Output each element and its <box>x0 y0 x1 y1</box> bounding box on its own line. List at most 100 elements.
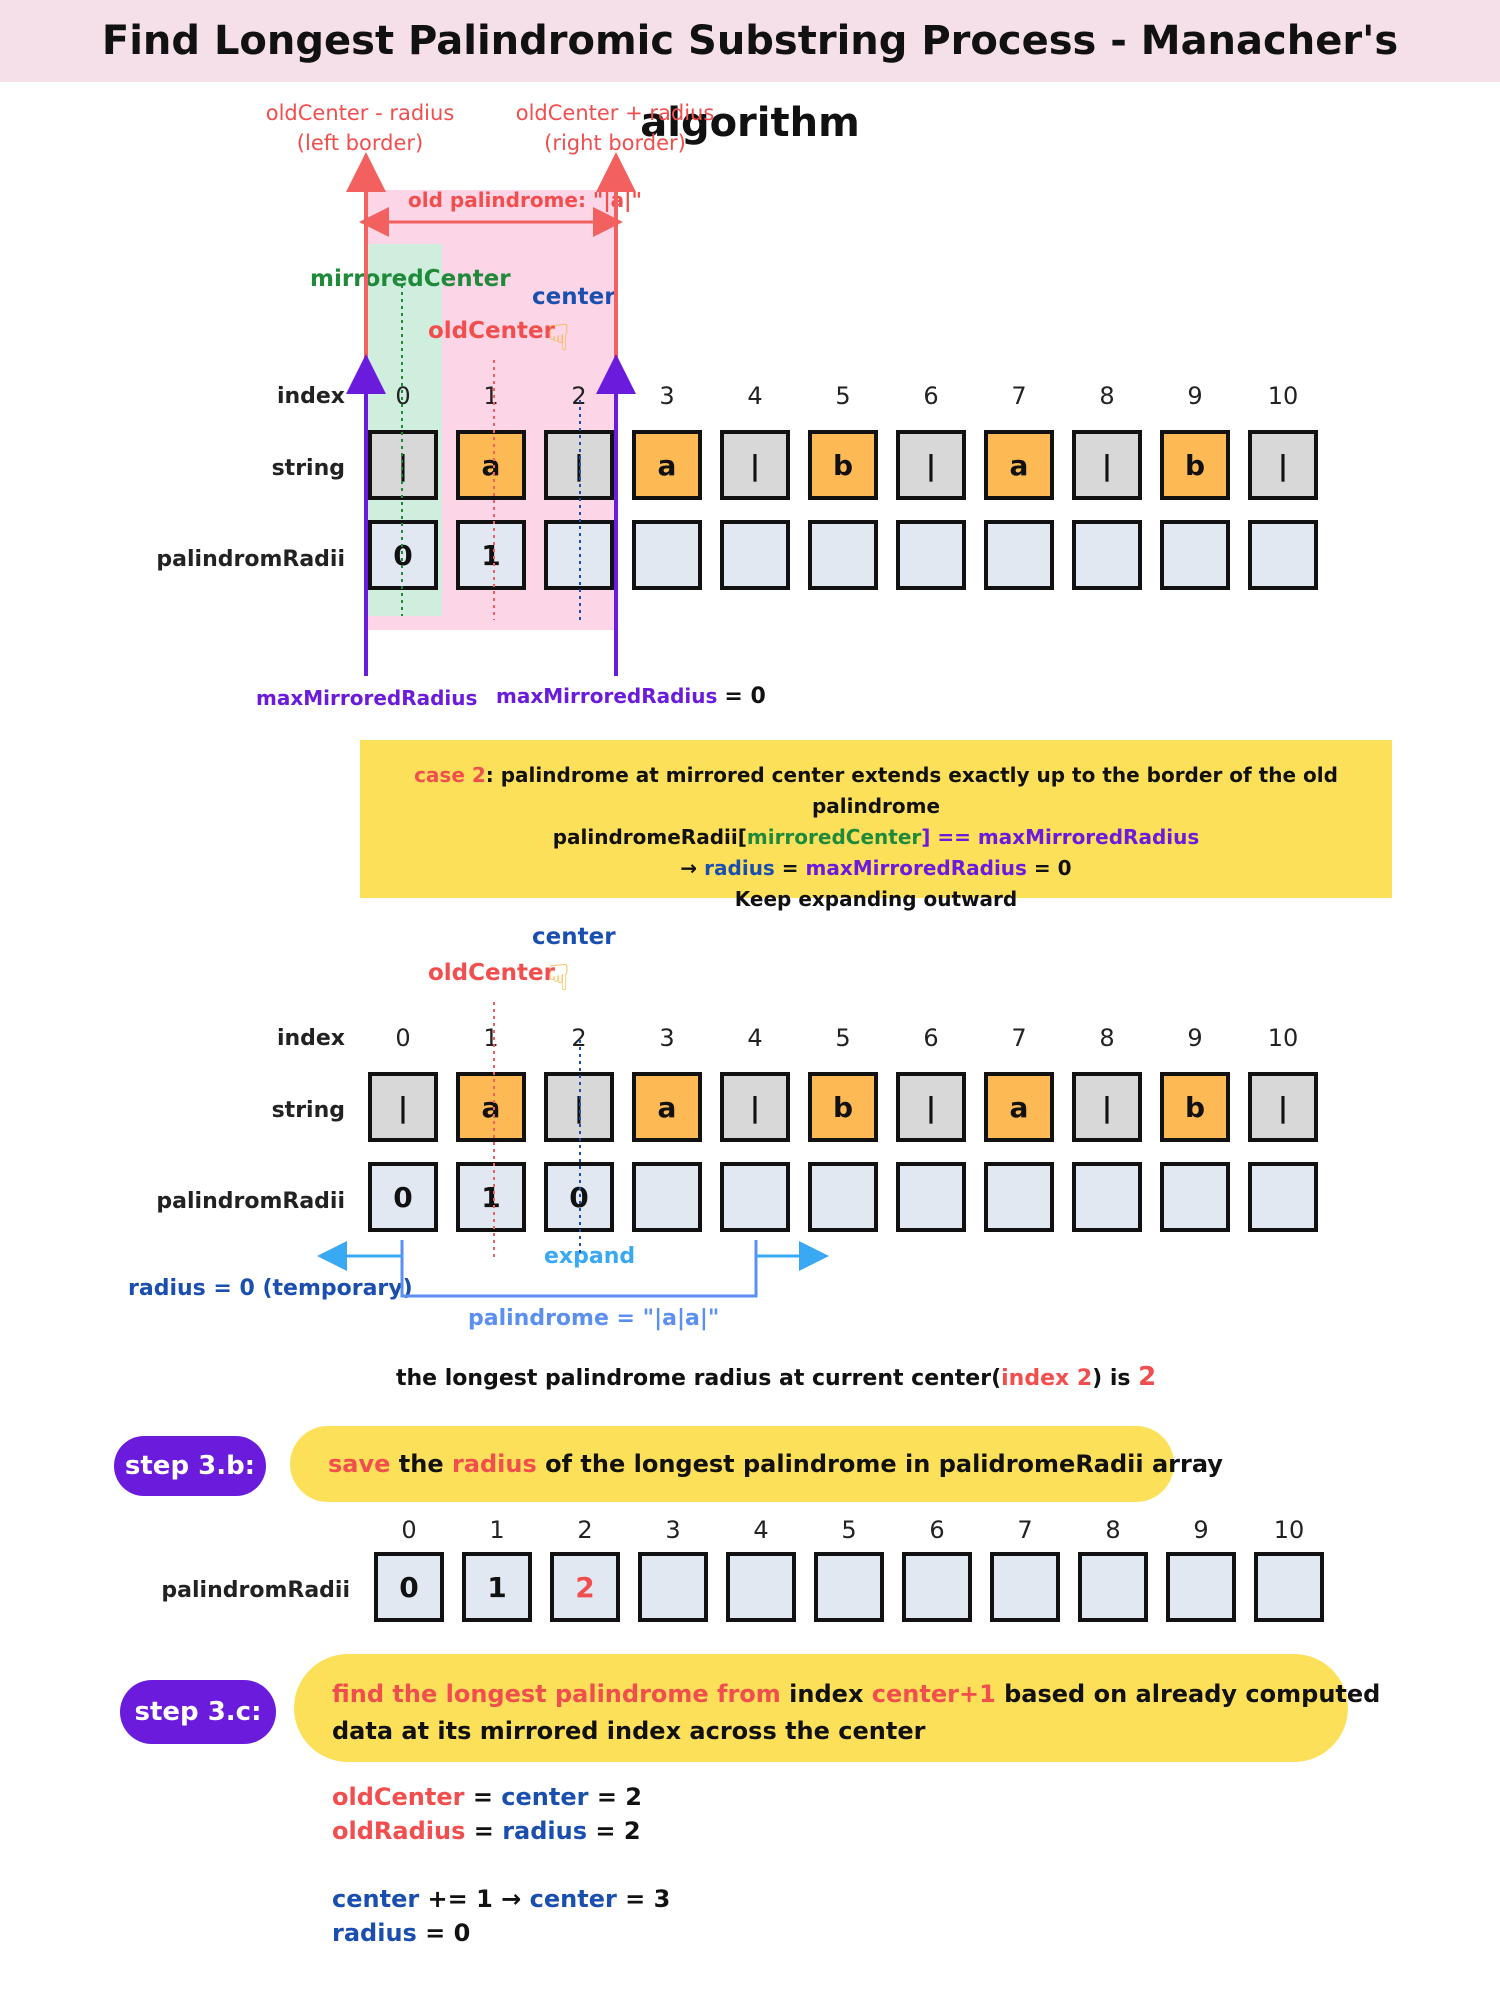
left-border-line2: (left border) <box>296 131 424 155</box>
index-cell-5: 5 <box>835 382 851 410</box>
left-border-label: oldCenter - radius (left border) <box>240 98 480 158</box>
eq-3: center += 1 → center = 3 <box>332 1882 670 1916</box>
case-line-3: → radius = maxMirroredRadius = 0 <box>360 853 1392 884</box>
index-cell-0: 0 <box>395 382 411 410</box>
max-mirrored-radius-left: maxMirroredRadius <box>256 686 478 710</box>
index-cell-4: 4 <box>753 1516 769 1544</box>
old-center-label-2: oldCenter <box>428 960 555 986</box>
index-cell-10: 10 <box>1267 382 1299 410</box>
step-3b-b: the <box>390 1450 452 1478</box>
left-border-line1: oldCenter - radius <box>265 101 455 125</box>
longest-radius-statement: the longest palindrome radius at current… <box>396 1362 1156 1392</box>
step-3c-line1: find the longest palindrome from index c… <box>332 1676 1380 1713</box>
case-line2-b: mirroredCenter <box>746 825 922 849</box>
radius-cell-8 <box>1078 1552 1148 1622</box>
case-line3-b: radius <box>704 856 775 880</box>
index-cell-4: 4 <box>747 1024 763 1052</box>
case-line2-d: maxMirroredRadius <box>977 825 1200 849</box>
radius-cell-8 <box>1072 1162 1142 1232</box>
index-cell-2: 2 <box>571 382 587 410</box>
eq-1: oldCenter = center = 2 <box>332 1780 670 1814</box>
index-cell-1: 1 <box>489 1516 505 1544</box>
index-label-2: index <box>276 1026 345 1051</box>
eq3-a: center <box>332 1885 420 1913</box>
old-center-label-1: oldCenter <box>428 318 555 344</box>
string-cell-3: a <box>632 430 702 500</box>
index-cell-6: 6 <box>923 382 939 410</box>
step-3c-badge: step 3.c: <box>120 1680 276 1744</box>
pointing-hand-icon: ☟ <box>548 318 570 359</box>
step-3b-d: of the longest palindrome in palidromeRa… <box>536 1450 1223 1478</box>
step-3c-line1-d: based on already computed <box>995 1680 1381 1708</box>
case-line3-e: = 0 <box>1026 856 1072 880</box>
radius-cell-3 <box>632 520 702 590</box>
eq3-d: = 3 <box>616 1885 671 1913</box>
step-3c-line2: data at its mirrored index across the ce… <box>332 1717 926 1745</box>
string-label-2: string <box>271 1098 345 1123</box>
step-3b-a: save <box>328 1450 391 1478</box>
index-cell-6: 6 <box>923 1024 939 1052</box>
step-3c-line1-a: find the longest palindrome from <box>332 1680 781 1708</box>
eq2-b: = <box>465 1817 503 1845</box>
max-mirrored-radius-value: = 0 <box>724 684 766 709</box>
index-cell-8: 8 <box>1105 1516 1121 1544</box>
string-cell-3: a <box>632 1072 702 1142</box>
case-line1-rest: : palindrome at mirrored center extends … <box>485 763 1338 818</box>
radius-cell-6 <box>902 1552 972 1622</box>
case-line3-a: → <box>680 856 705 880</box>
center-label-2: center <box>532 924 616 950</box>
radius-cell-7 <box>984 520 1054 590</box>
case-2-text: case 2: palindrome at mirrored center ex… <box>360 760 1392 915</box>
step-3c-equations: oldCenter = center = 2 oldRadius = radiu… <box>332 1780 670 1950</box>
case-line2-a: palindromeRadii[ <box>552 825 747 849</box>
radius-cell-0: 0 <box>368 1162 438 1232</box>
radii-label-2: palindromRadii <box>156 1189 345 1214</box>
index-cell-0: 0 <box>401 1516 417 1544</box>
radii-label-3: palindromRadii <box>161 1578 350 1603</box>
index-cell-9: 9 <box>1193 1516 1209 1544</box>
center-label-1: center <box>532 284 616 310</box>
radius-cell-8 <box>1072 520 1142 590</box>
radius-cell-10 <box>1254 1552 1324 1622</box>
expand-label: expand <box>544 1244 636 1269</box>
radius-cell-10 <box>1248 1162 1318 1232</box>
string-cell-6: | <box>896 430 966 500</box>
radii-label-1: palindromRadii <box>156 547 345 572</box>
radius-cell-9 <box>1160 520 1230 590</box>
radius-cell-3 <box>632 1162 702 1232</box>
index-cell-9: 9 <box>1187 382 1203 410</box>
longest-b: index 2 <box>1001 1366 1093 1391</box>
radius-cell-5 <box>814 1552 884 1622</box>
radius-cell-6 <box>896 520 966 590</box>
string-cell-4: | <box>720 1072 790 1142</box>
eq2-d: = 2 <box>587 1817 641 1845</box>
palindrome-bracket <box>400 1240 758 1298</box>
radius-cell-1: 1 <box>456 520 526 590</box>
string-cell-1: a <box>456 430 526 500</box>
radius-cell-9 <box>1166 1552 1236 1622</box>
radius-cell-0: 0 <box>374 1552 444 1622</box>
case-line-1: case 2: palindrome at mirrored center ex… <box>360 760 1392 822</box>
case-line3-c: = <box>774 856 806 880</box>
case-line-2: palindromeRadii[mirroredCenter] == maxMi… <box>360 822 1392 853</box>
index-cell-3: 3 <box>659 382 675 410</box>
radius-cell-7 <box>984 1162 1054 1232</box>
right-border-label: oldCenter + radius (right border) <box>490 98 740 158</box>
string-cell-9: b <box>1160 1072 1230 1142</box>
right-border-line2: (right border) <box>544 131 686 155</box>
step-3c-line1-b: index <box>780 1680 872 1708</box>
radius-cell-2: 2 <box>550 1552 620 1622</box>
string-cell-1: a <box>456 1072 526 1142</box>
index-cell-7: 7 <box>1017 1516 1033 1544</box>
pointing-hand-icon-2: ☟ <box>548 958 570 999</box>
case-2-box <box>360 740 1392 898</box>
index-cell-2: 2 <box>571 1024 587 1052</box>
index-cell-0: 0 <box>395 1024 411 1052</box>
max-mirrored-radius-right-name: maxMirroredRadius <box>496 684 718 708</box>
step-3c-text: find the longest palindrome from index c… <box>332 1676 1380 1750</box>
string-cell-5: b <box>808 1072 878 1142</box>
eq2-a: oldRadius <box>332 1817 466 1845</box>
case-line2-c: ] == <box>921 825 978 849</box>
radius-cell-4 <box>726 1552 796 1622</box>
string-cell-0: | <box>368 1072 438 1142</box>
